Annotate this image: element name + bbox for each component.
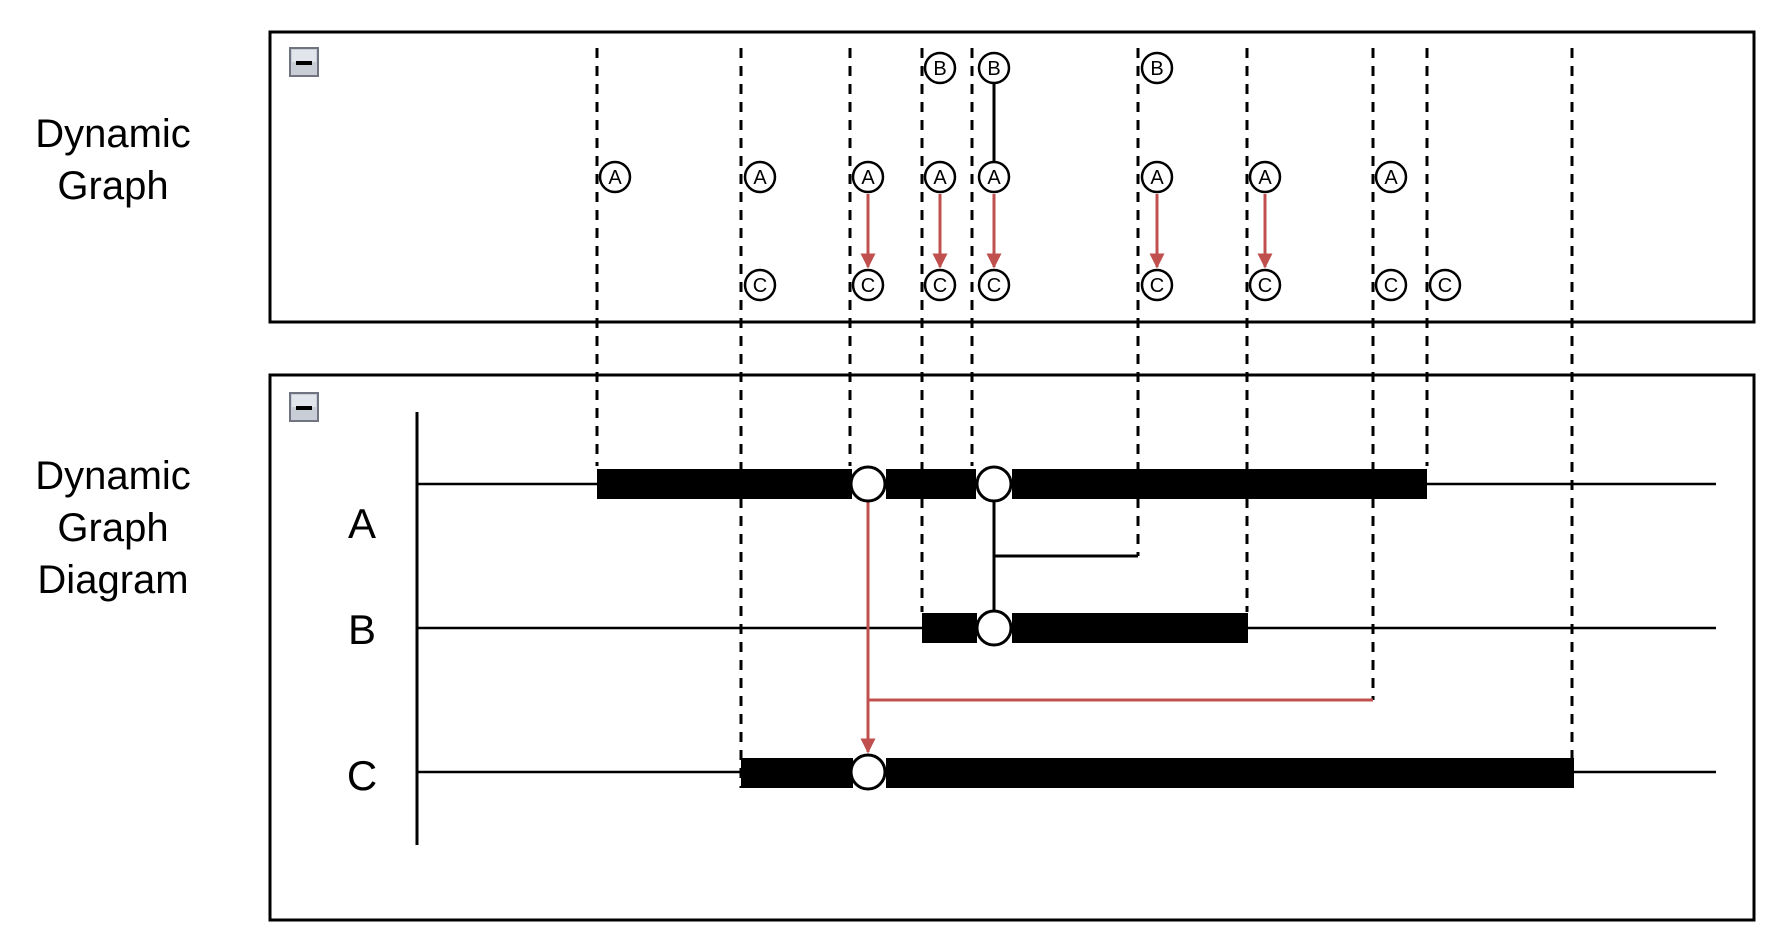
graph-node-circle — [1428, 268, 1462, 302]
graph-node-a: A — [851, 160, 885, 194]
graph-node-label: A — [933, 167, 947, 189]
graph-node-circle — [1248, 160, 1282, 194]
graph-node-circle — [1374, 268, 1408, 302]
graph-node-circle — [1140, 51, 1174, 85]
dynamic-graph-panel — [268, 30, 1756, 324]
collapse-top-panel-button[interactable] — [289, 47, 319, 77]
active-segment-b — [1012, 613, 1248, 643]
track-label-c: C — [347, 752, 377, 799]
active-segment-c — [741, 758, 853, 788]
active-segment-b — [922, 613, 977, 643]
graph-node-b: B — [977, 51, 1011, 85]
graph-node-circle — [1248, 268, 1282, 302]
event-node-b — [975, 609, 1013, 647]
graph-node-label: B — [1150, 58, 1163, 80]
graph-node-label: C — [1150, 275, 1164, 297]
dynamic-graph-label-line-2: Graph — [57, 164, 169, 208]
graph-node-label: C — [1384, 275, 1398, 297]
top-panel-edges — [860, 83, 1273, 269]
minus-icon — [296, 61, 312, 65]
collapse-bottom-panel-button[interactable] — [289, 392, 319, 422]
graph-node-c: C — [923, 268, 957, 302]
graph-node-circle — [923, 160, 957, 194]
graph-node-label: A — [1150, 167, 1164, 189]
minus-icon — [296, 406, 312, 410]
graph-node-a: A — [1374, 160, 1408, 194]
graph-node-circle — [743, 268, 777, 302]
graph-node-circle — [977, 268, 1011, 302]
graph-node-circle — [977, 160, 1011, 194]
graph-node-c: C — [851, 268, 885, 302]
graph-node-label: A — [608, 167, 622, 189]
graph-node-c: C — [1140, 268, 1174, 302]
graph-node-label: A — [1384, 167, 1398, 189]
graph-node-c: C — [743, 268, 777, 302]
graph-node-a: A — [977, 160, 1011, 194]
graph-node-c: C — [977, 268, 1011, 302]
dynamic-graph-diagram-label: Dynamic Graph Diagram — [28, 450, 198, 606]
graph-node-circle — [851, 160, 885, 194]
active-segment-c — [886, 758, 1574, 788]
graph-node-label: C — [1258, 275, 1272, 297]
graph-node-label: A — [1258, 167, 1272, 189]
graph-node-a: A — [1140, 160, 1174, 194]
graph-node-label: A — [861, 167, 875, 189]
graph-node-circle — [923, 51, 957, 85]
dynamic-graph-label: Dynamic Graph — [28, 108, 198, 212]
graph-node-label: A — [753, 167, 767, 189]
graph-node-circle — [598, 160, 632, 194]
event-node-a — [849, 465, 887, 503]
dynamic-graph-diagram-label-line-2: Graph — [57, 506, 169, 550]
graph-node-b: B — [1140, 51, 1174, 85]
graph-node-circle — [1140, 160, 1174, 194]
top-panel-nodes: A A C A C B A C B A C B A C A C A C C — [598, 51, 1462, 302]
dynamic-graph-diagram-label-line-3: Diagram — [37, 558, 189, 602]
dynamic-graph-diagram-label-line-1: Dynamic — [35, 454, 191, 498]
active-segment-a — [1012, 469, 1427, 499]
dynamic-graph-diagram-panel — [268, 373, 1756, 922]
track-label-b: B — [348, 606, 376, 653]
graph-node-label: C — [987, 275, 1001, 297]
graph-node-c: C — [1428, 268, 1462, 302]
graph-node-circle — [743, 160, 777, 194]
graph-node-label: C — [861, 275, 875, 297]
track-label-a: A — [348, 500, 376, 547]
graph-node-circle — [977, 51, 1011, 85]
graph-node-label: B — [933, 58, 946, 80]
graph-node-label: C — [753, 275, 767, 297]
event-node-c — [849, 753, 887, 791]
active-segment-a — [597, 469, 852, 499]
graph-node-circle — [923, 268, 957, 302]
graph-node-circle — [1374, 160, 1408, 194]
graph-node-label: C — [933, 275, 947, 297]
graph-node-a: A — [1248, 160, 1282, 194]
graph-node-label: A — [987, 167, 1001, 189]
graph-node-c: C — [1374, 268, 1408, 302]
graph-node-circle — [1140, 268, 1174, 302]
graph-node-label: C — [1438, 275, 1452, 297]
graph-node-label: B — [987, 58, 1000, 80]
time-guides — [595, 48, 1574, 788]
graph-node-a: A — [923, 160, 957, 194]
graph-node-a: A — [598, 160, 632, 194]
graph-node-circle — [851, 268, 885, 302]
active-segment-a — [886, 469, 976, 499]
event-node-a — [975, 465, 1013, 503]
graph-node-b: B — [923, 51, 957, 85]
dynamic-graph-label-line-1: Dynamic — [35, 112, 191, 156]
graph-node-c: C — [1248, 268, 1282, 302]
graph-node-a: A — [743, 160, 777, 194]
